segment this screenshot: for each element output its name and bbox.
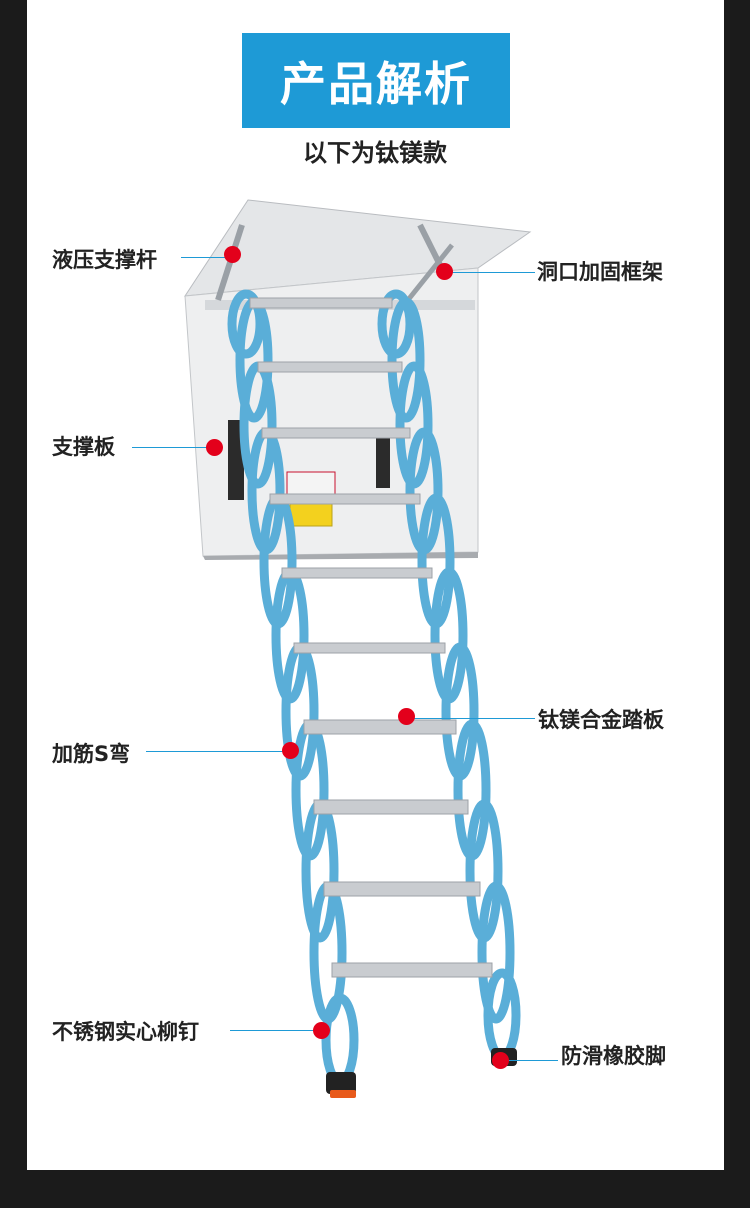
callout-label-opening-frame: 洞口加固框架	[537, 260, 663, 284]
ladder-tread	[269, 493, 421, 505]
ladder-tread	[293, 642, 446, 654]
callout-marker-opening-frame	[436, 263, 453, 280]
ladder-tread	[281, 567, 433, 579]
callout-marker-tread	[398, 708, 415, 725]
callout-marker-s-bend	[282, 742, 299, 759]
callout-label-s-bend: 加筋S弯	[52, 742, 131, 766]
page-title: 产品解析	[242, 33, 510, 128]
ladder-tread	[249, 297, 393, 309]
page-subtitle: 以下为钛镁款	[303, 139, 447, 167]
callout-label-hydraulic-rod: 液压支撑杆	[52, 248, 157, 272]
ladder-tread	[303, 719, 457, 735]
callout-marker-foot	[492, 1052, 509, 1069]
ladder-frame-link	[387, 297, 425, 423]
ladder-frame-link	[227, 289, 265, 359]
callout-line-foot	[505, 1060, 558, 1061]
ladder-frame-link	[477, 881, 515, 1024]
callout-marker-rivet	[313, 1022, 330, 1039]
callout-marker-support-plate	[206, 439, 223, 456]
callout-line-hydraulic-rod	[181, 257, 231, 258]
callout-line-support-plate	[132, 447, 212, 448]
callout-label-support-plate: 支撑板	[52, 435, 115, 459]
callout-line-s-bend	[146, 751, 286, 752]
ladder-tread	[257, 361, 403, 373]
callout-line-tread	[410, 718, 535, 719]
ladder-tread	[313, 799, 469, 815]
callout-marker-hydraulic-rod	[224, 246, 241, 263]
callout-label-tread: 钛镁合金踏板	[538, 708, 664, 732]
callout-line-opening-frame	[447, 272, 535, 273]
ladder-tread	[261, 427, 411, 439]
callout-label-rivet: 不锈钢实心柳钉	[52, 1020, 199, 1044]
ladder-tread	[331, 962, 493, 978]
callout-line-rivet	[230, 1030, 318, 1031]
ladder-frame-link	[321, 993, 359, 1087]
callout-label-foot: 防滑橡胶脚	[561, 1044, 666, 1068]
ladder-tread	[323, 881, 481, 897]
